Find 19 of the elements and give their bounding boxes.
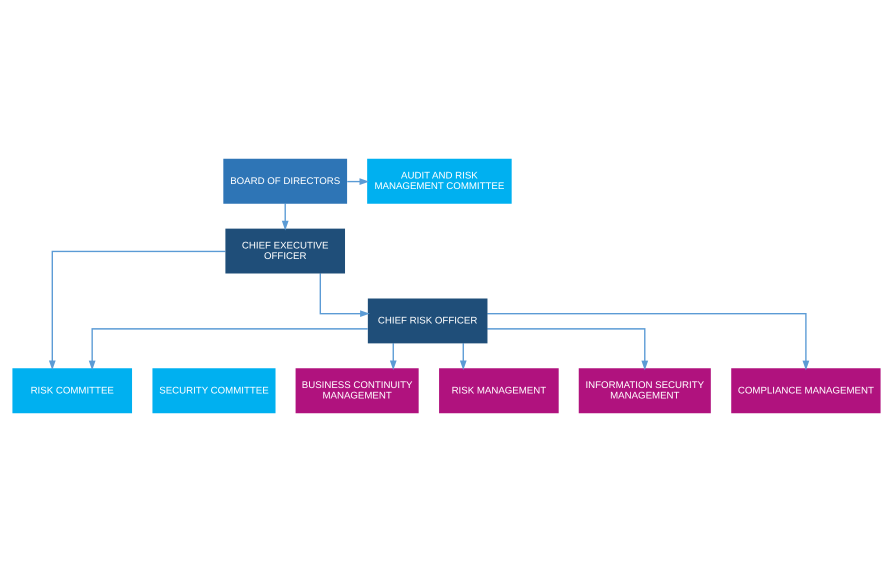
- node-box: BUSINESS CONTINUITY MANAGEMENT: [296, 368, 419, 414]
- node-box: BOARD OF DIRECTORS: [223, 158, 348, 204]
- arrow: [320, 274, 370, 318]
- node-box: INFORMATION SECURITY MANAGEMENT: [578, 368, 711, 414]
- arrow: [390, 343, 397, 370]
- arrow: [282, 204, 289, 230]
- arrow: [488, 312, 810, 370]
- arrow: [48, 250, 226, 370]
- node-box: CHIEF RISK OFFICER: [368, 298, 488, 344]
- arrow: [460, 343, 467, 370]
- node-box: COMPLIANCE MANAGEMENT: [731, 368, 881, 414]
- node-box: AUDIT AND RISK MANAGEMENT COMMITTEE: [367, 158, 512, 204]
- node-box: RISK COMMITTEE: [12, 368, 132, 414]
- node-box: RISK MANAGEMENT: [439, 368, 559, 414]
- arrow: [488, 328, 648, 370]
- node-box: SECURITY COMMITTEE: [152, 368, 276, 414]
- node-box: CHIEF EXECUTIVE OFFICER: [225, 228, 346, 274]
- arrow: [88, 328, 368, 370]
- arrow: [347, 178, 370, 185]
